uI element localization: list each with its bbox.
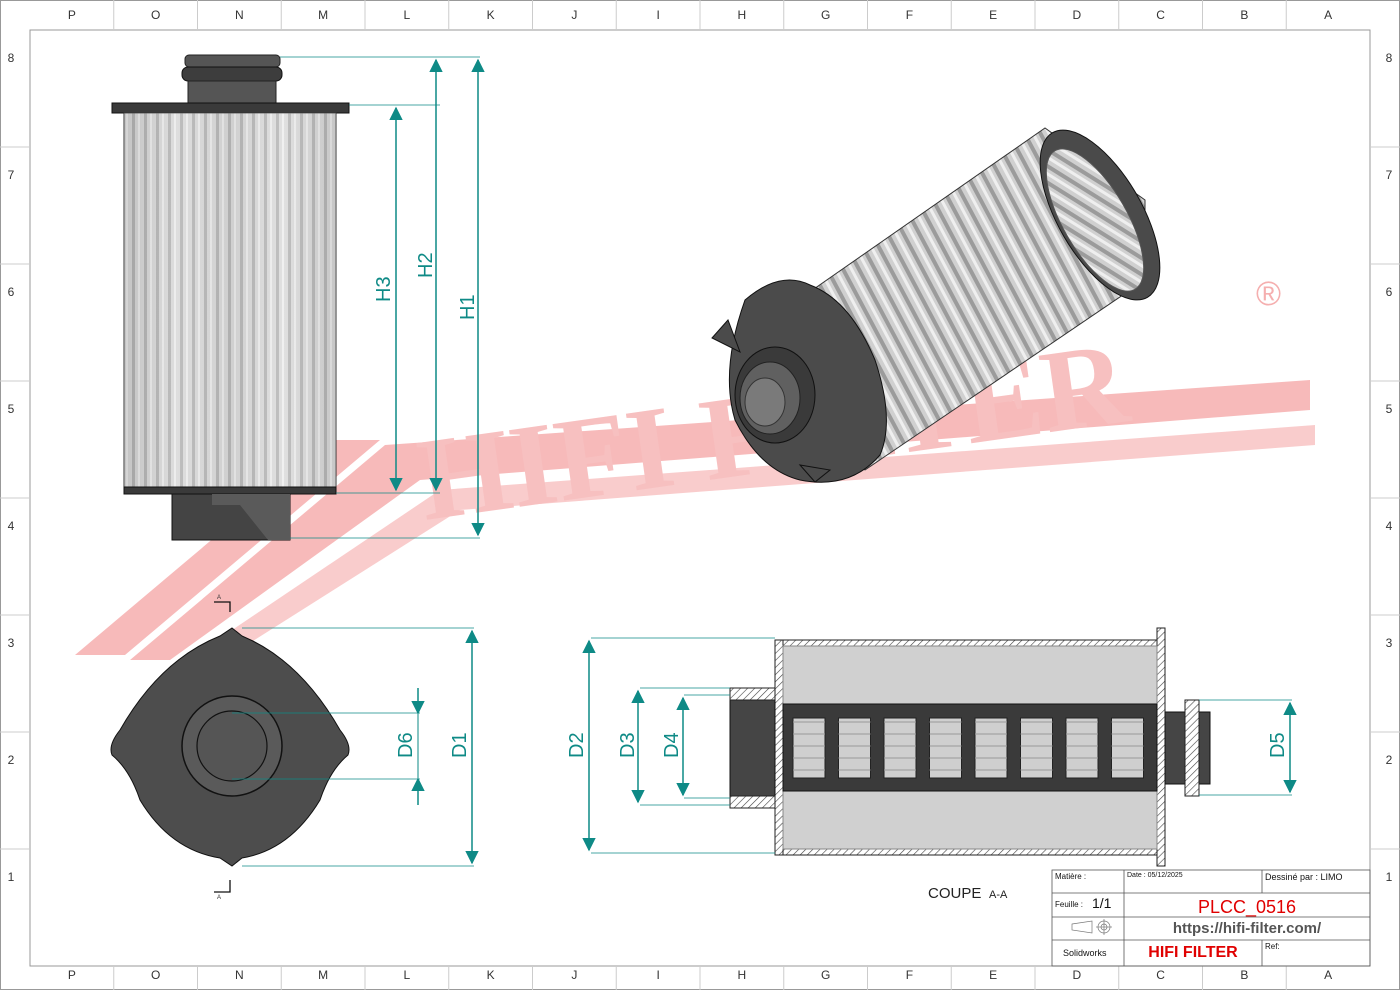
row-label-left: 3 — [7, 636, 15, 650]
core-window — [929, 717, 962, 779]
dim-label-h1: H1 — [457, 294, 479, 320]
column-label-top: J — [571, 8, 578, 22]
column-label-bottom: G — [820, 968, 831, 982]
column-label-top: A — [1324, 8, 1333, 22]
column-label-bottom: N — [235, 968, 244, 982]
column-label-top: L — [403, 8, 411, 22]
dim-label-d3: D3 — [617, 732, 639, 758]
column-label-bottom: O — [150, 968, 161, 982]
core-window — [974, 717, 1008, 779]
feuille-label: Feuille : — [1055, 900, 1084, 909]
row-label-right: 8 — [1385, 51, 1393, 65]
column-label-top: O — [150, 8, 161, 22]
section-caption-suffix: A-A — [989, 889, 1008, 901]
row-label-right: 4 — [1385, 519, 1393, 533]
section-mark-top: A — [217, 595, 221, 601]
column-label-top: K — [486, 8, 495, 22]
column-label-bottom: D — [1072, 968, 1082, 982]
row-label-left: 4 — [7, 519, 15, 533]
dim-label-h3: H3 — [373, 276, 395, 302]
section-mark-bottom: A — [217, 895, 221, 901]
dim-label-d6: D6 — [395, 732, 417, 758]
row-label-right: 7 — [1385, 168, 1393, 182]
brand-label: HIFI FILTER — [1148, 944, 1238, 961]
row-label-right: 3 — [1385, 636, 1393, 650]
dim-label-d1: D1 — [449, 732, 471, 758]
column-label-top: C — [1156, 8, 1165, 22]
section-caption: COUPE A-A — [928, 885, 1008, 902]
column-label-bottom: A — [1324, 968, 1333, 982]
column-label-bottom: K — [486, 968, 495, 982]
part-number: PLCC_0516 — [1197, 897, 1297, 917]
column-label-bottom: E — [989, 968, 998, 982]
sheet-number: 1/1 — [1092, 895, 1112, 911]
column-label-top: D — [1072, 8, 1082, 22]
column-label-top: H — [737, 8, 747, 22]
column-label-top: M — [318, 8, 329, 22]
date-label: Date : 05/12/2025 — [1127, 872, 1183, 879]
dim-label-h2: H2 — [415, 252, 437, 278]
registered-mark: ® — [1256, 275, 1281, 313]
row-label-right: 1 — [1385, 870, 1393, 884]
column-label-top: E — [989, 8, 998, 22]
core-window — [1020, 717, 1053, 779]
row-label-right: 2 — [1385, 753, 1393, 767]
column-label-top: B — [1240, 8, 1249, 22]
matiere-label: Matière : — [1055, 872, 1087, 881]
column-label-bottom: P — [67, 968, 76, 982]
column-label-top: I — [656, 8, 660, 22]
core-window — [883, 717, 917, 779]
row-label-left: 8 — [7, 51, 15, 65]
column-label-bottom: B — [1240, 968, 1249, 982]
dim-label-d4: D4 — [661, 732, 683, 758]
row-label-left: 5 — [7, 402, 15, 416]
software-label: Solidworks — [1063, 948, 1107, 958]
column-label-top: G — [820, 8, 831, 22]
ref-label: Ref: — [1265, 942, 1280, 951]
row-label-right: 5 — [1385, 402, 1393, 416]
row-label-right: 6 — [1385, 285, 1393, 299]
column-label-top: P — [67, 8, 76, 22]
core-window — [1065, 717, 1099, 779]
dim-label-d5: D5 — [1267, 732, 1289, 758]
bottom-view: D6 D1 A A — [110, 595, 479, 901]
core-window — [1111, 717, 1144, 779]
column-label-bottom: I — [656, 968, 660, 982]
column-label-bottom: H — [737, 968, 747, 982]
dim-label-d2: D2 — [566, 732, 588, 758]
column-label-bottom: L — [403, 968, 411, 982]
section-view: D2 D3 D4 D5 — [566, 627, 1297, 867]
row-label-left: 6 — [7, 285, 15, 299]
column-label-top: N — [235, 8, 244, 22]
side-view: H3 H2 H1 — [111, 54, 485, 541]
title-block — [1051, 869, 1371, 967]
core-window — [838, 717, 871, 779]
column-label-top: F — [905, 8, 914, 22]
drawn-by-label: Dessiné par : LIMO — [1265, 872, 1343, 882]
isometric-view — [711, 127, 1161, 483]
row-label-left: 1 — [7, 870, 15, 884]
column-label-bottom: C — [1156, 968, 1165, 982]
column-label-bottom: M — [318, 968, 329, 982]
website-url: https://hifi-filter.com/ — [1172, 920, 1322, 937]
core-window — [792, 717, 826, 779]
row-label-left: 7 — [7, 168, 15, 182]
row-label-left: 2 — [7, 753, 15, 767]
cone-projection-icon — [1071, 919, 1112, 935]
column-label-bottom: J — [571, 968, 578, 982]
column-label-bottom: F — [905, 968, 914, 982]
section-caption-main: COUPE — [928, 885, 981, 902]
